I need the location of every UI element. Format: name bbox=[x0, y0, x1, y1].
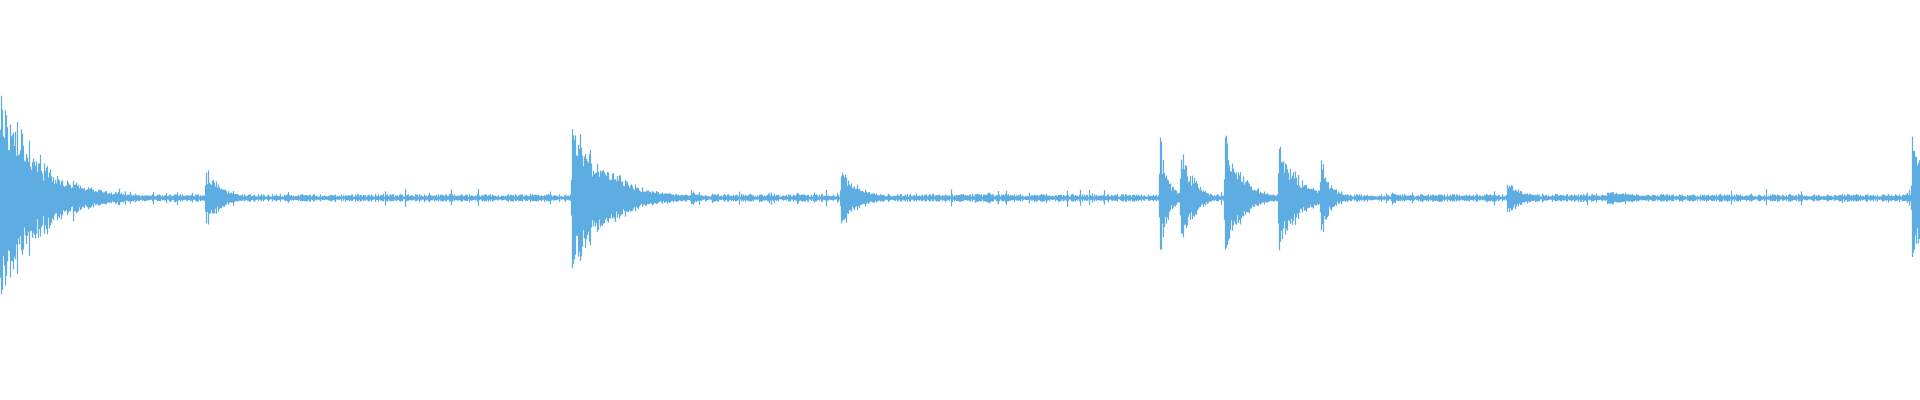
waveform-path bbox=[0, 95, 1920, 295]
